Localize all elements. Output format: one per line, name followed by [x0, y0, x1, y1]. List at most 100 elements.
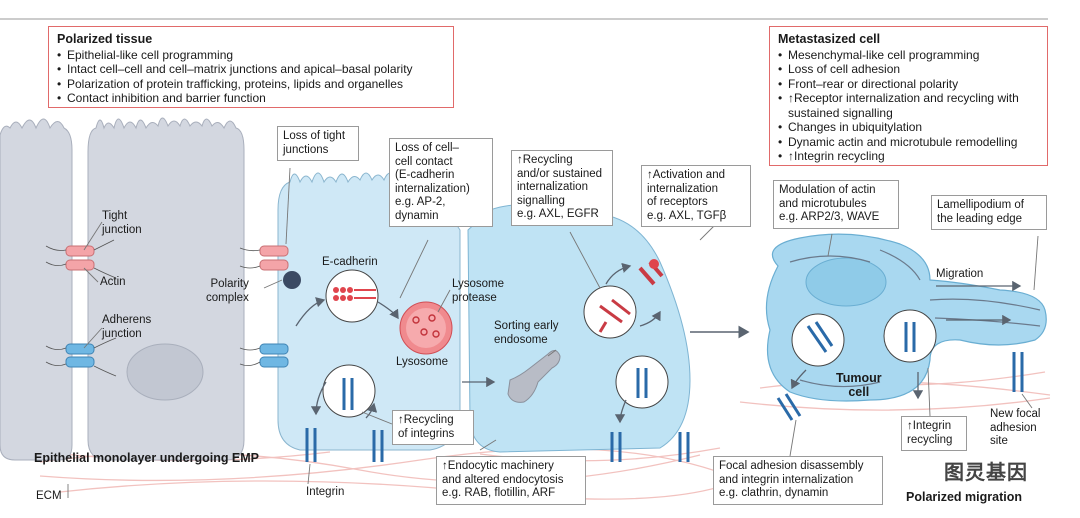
- activation-receptors-callout: ↑Activation and internalization of recep…: [641, 165, 751, 227]
- label-line: endosome: [494, 333, 548, 346]
- lamellipodium-callout: Lamellipodium of the leading edge: [931, 195, 1047, 230]
- ecm-label: ECM: [36, 490, 62, 502]
- new-focal-adhesion-label: New focal adhesion site: [990, 408, 1041, 449]
- tight-junction-label: Tight junction: [102, 210, 142, 237]
- receptor-icon: [638, 259, 664, 286]
- callout-line: cell contact: [395, 155, 453, 168]
- list-item: Front–rear or directional polarity: [778, 77, 1039, 92]
- callout-line: e.g. AP-2,: [395, 196, 446, 208]
- list-item: ↑Integrin recycling: [778, 149, 1039, 164]
- callout-line: e.g. clathrin, dynamin: [719, 487, 829, 499]
- leader-lines: [67, 167, 1039, 498]
- callout-line: ↑Endocytic machinery: [442, 460, 554, 472]
- label-line: complex: [206, 291, 249, 304]
- callout-line: junctions: [283, 143, 329, 156]
- recycling-integrins-callout: ↑Recycling of integrins: [392, 410, 474, 445]
- tight-junction-right: [259, 245, 289, 271]
- watermark: 图灵基因: [944, 462, 1028, 484]
- label-line: Lysosome: [452, 278, 504, 290]
- callout-line: ↑Integrin: [907, 420, 952, 432]
- polarity-complex-label: Polarity complex: [206, 278, 249, 305]
- adherens-junction-label: Adherens junction: [102, 314, 151, 341]
- callout-line: internalization: [517, 181, 588, 193]
- label-line: Adherens: [102, 314, 152, 326]
- grey-cell-middle: [87, 117, 245, 461]
- loss-tight-junctions-callout: Loss of tight junctions: [277, 126, 359, 161]
- tight-junction-left: [65, 245, 95, 271]
- epithelial-monolayer-caption: Epithelial monolayer undergoing EMP: [34, 451, 260, 465]
- callout-line: Loss of tight: [283, 130, 346, 142]
- polarized-migration-caption: Polarized migration: [906, 490, 1022, 504]
- integrin-label: Integrin: [306, 486, 345, 498]
- integrin-vesicle-4: [883, 309, 937, 363]
- callout-line: Loss of cell–: [395, 142, 459, 154]
- endocytic-machinery-callout: ↑Endocytic machinery and altered endocyt…: [436, 456, 586, 505]
- callout-line: signalling: [517, 194, 565, 207]
- polarized-tissue-list: Epithelial-like cell programming Intact …: [57, 48, 445, 106]
- polarity-complex-icon: [283, 271, 301, 289]
- metastasized-cell-title: Metastasized cell: [778, 32, 881, 46]
- modulation-actin-callout: Modulation of actin and microtubules e.g…: [773, 180, 899, 229]
- label-line: junction: [102, 327, 142, 340]
- polarized-tissue-box: Polarized tissue Epithelial-like cell pr…: [48, 26, 454, 108]
- adherens-junction-right: [259, 343, 289, 368]
- metastasized-cell-list: Mesenchymal-like cell programming Loss o…: [778, 48, 1039, 164]
- list-item: Dynamic actin and microtubule remodellin…: [778, 135, 1039, 150]
- actin-label: Actin: [100, 276, 126, 288]
- integrin-vesicle-3: [791, 313, 845, 367]
- grey-cell-left: [0, 118, 73, 461]
- label-line: New focal: [990, 408, 1041, 420]
- callout-line: e.g. ARP2/3, WAVE: [779, 211, 880, 223]
- label-line: junction: [102, 223, 142, 236]
- polarized-tissue-title: Polarized tissue: [57, 32, 153, 46]
- receptor-vesicle: [583, 285, 637, 339]
- base-integrins: [305, 352, 1024, 462]
- callout-line: of receptors: [647, 196, 708, 208]
- callout-line: recycling: [907, 433, 953, 446]
- list-item: Contact inhibition and barrier function: [57, 91, 445, 106]
- list-item: Epithelial-like cell programming: [57, 48, 445, 63]
- callout-line: internalization): [395, 182, 470, 195]
- callout-line: Lamellipodium of: [937, 199, 1024, 211]
- arrows: [295, 262, 1022, 424]
- callout-line: e.g. AXL, EGFR: [517, 208, 599, 220]
- callout-line: e.g. RAB, flotillin, ARF: [442, 487, 556, 499]
- list-item: Intact cell–cell and cell–matrix junctio…: [57, 62, 445, 77]
- callout-line: and altered endocytosis: [442, 473, 564, 486]
- adherens-junction-left: [65, 343, 95, 368]
- callout-line: of integrins: [398, 427, 455, 440]
- tumour-cell-label: Tumour cell: [836, 371, 882, 399]
- callout-line: Modulation of actin: [779, 184, 876, 196]
- list-item: Loss of cell adhesion: [778, 62, 1039, 77]
- callout-line: ↑Activation and: [647, 169, 725, 181]
- label-line: Tight: [102, 210, 128, 222]
- actin-fibres: [45, 239, 261, 377]
- callout-line: ↑Recycling: [398, 414, 454, 426]
- e-cadherin-vesicle: [325, 269, 379, 323]
- callout-line: e.g. AXL, TGFβ: [647, 209, 727, 222]
- callout-line: dynamin: [395, 209, 439, 222]
- callout-line: and microtubules: [779, 197, 867, 210]
- sorting-endosome-label: Sorting early endosome: [494, 320, 559, 347]
- label-line: Polarity: [210, 278, 249, 290]
- loss-cell-contact-callout: Loss of cell– cell contact (E-cadherin i…: [389, 138, 493, 227]
- lysosome-icon: [399, 301, 453, 355]
- list-item: Changes in ubiquitylation: [778, 120, 1039, 135]
- callout-line: the leading edge: [937, 212, 1023, 225]
- e-cadherin-label: E-cadherin: [322, 256, 378, 268]
- label-line: protease: [452, 291, 497, 304]
- callout-line: and/or sustained: [517, 167, 603, 180]
- list-item: ↑Receptor internalization and recycling …: [778, 91, 1039, 120]
- lysosome-label: Lysosome: [396, 356, 448, 368]
- metastasized-cell-box: Metastasized cell Mesenchymal-like cell …: [769, 26, 1048, 166]
- label-line: Sorting early: [494, 320, 559, 332]
- integrin-vesicle-1: [322, 364, 376, 418]
- sorting-endosome-icon: [507, 350, 561, 403]
- label-line: site: [990, 435, 1008, 447]
- migration-label: Migration: [936, 268, 984, 280]
- label-line: adhesion: [990, 421, 1037, 434]
- lysosome-protease-label: Lysosome protease: [452, 278, 504, 305]
- label-line: cell: [848, 384, 870, 399]
